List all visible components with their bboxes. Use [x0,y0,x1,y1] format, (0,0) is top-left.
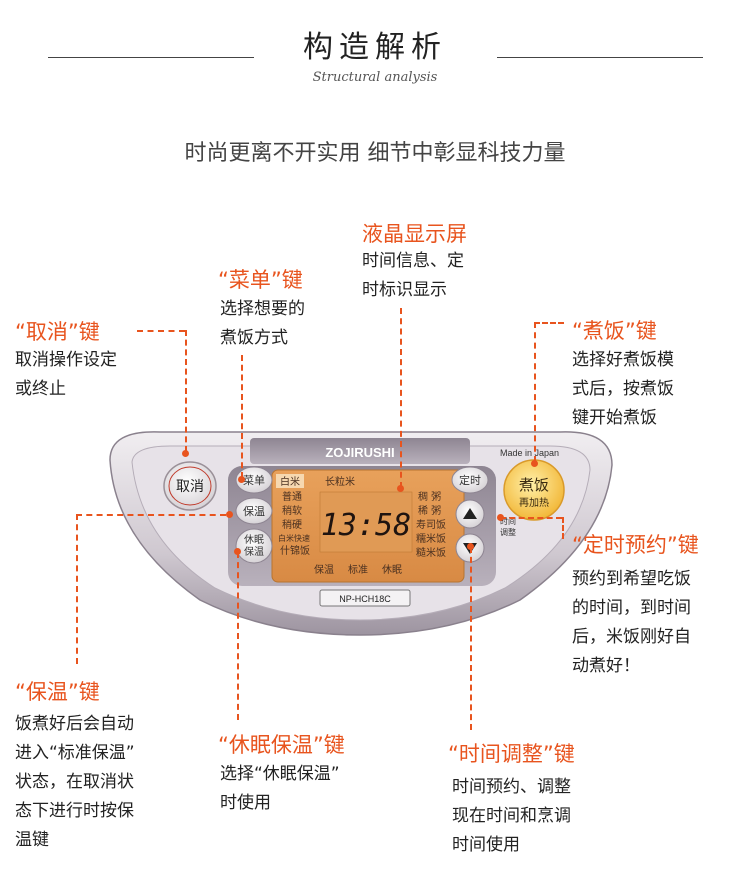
sleepwarm-leader-line [237,552,239,720]
menu-option: 稍软 [282,504,302,517]
sleepwarm-leader-dot [234,548,241,555]
menu-callout-label: “菜单”键 [218,268,303,292]
time-adjust-label: 时间 [500,516,516,526]
cancel-leader-dot [182,450,189,457]
tagline: 时尚更离不开实用 细节中彰显科技力量 [184,141,566,166]
timer-leader-line-h [500,517,562,519]
mode-indicator: 保温 [314,563,334,576]
cook-callout-label: “煮饭”键 [572,319,657,343]
lcd-time-readout: 13:58 [321,508,411,543]
timeadjust-callout-desc: 时间预约、调整现在时间和烹调时间使用 [452,777,571,855]
timeadjust-callout-label: “时间调整”键 [448,742,575,766]
lcd-leader-line [400,308,402,488]
keepwarm-leader-line-h [76,514,226,516]
keep-warm-button[interactable]: 保温 [235,497,273,525]
mode-indicator: 标准 [348,564,368,576]
time-adjust-label: 调整 [500,527,516,537]
menu-button[interactable]: 菜单 [235,466,273,494]
timer-leader-line-v [562,517,564,539]
menu-leader-line [241,355,243,478]
menu-leader-dot [238,476,245,483]
svg-text:再加热: 再加热 [519,496,549,509]
keepwarm-leader-dot [226,511,233,518]
tab-white-rice: 白米 [280,475,300,488]
menu-option: 糯米饭 [416,532,446,545]
page-subtitle: Structural analysis [312,70,438,85]
svg-text:定时: 定时 [459,473,481,487]
cancel-leader-line-v [185,330,187,452]
timer-callout-desc: 预约到希望吃饭的时间，到时间后，米饭刚好自动煮好！ [572,569,691,676]
svg-text:菜单: 菜单 [243,474,265,487]
menu-option: 白米快速 [278,533,310,543]
menu-option: 稠 粥 [418,490,441,503]
cook-leader-line-h [534,322,564,324]
rice-cooker-panel-illustration: ZOJIRUSHI Made in Japan 白米 长粒米 普通 稍软 稍硬 … [109,431,613,636]
brand-logo: ZOJIRUSHI [325,445,394,460]
lcd-leader-dot [397,485,404,492]
cook-leader-line-v [534,322,536,462]
arrow-up-icon [463,508,477,519]
sleepwarm-callout-desc: 选择“休眠保温”时使用 [220,764,340,813]
svg-text:保温: 保温 [244,545,264,558]
sleep-warm-button[interactable]: 休眠 保温 [235,528,273,564]
menu-option: 普通 [282,490,302,503]
timer-callout-label: “定时预约”键 [572,533,699,557]
svg-text:煮饭: 煮饭 [519,476,549,494]
cancel-callout-label: “取消”键 [15,320,100,344]
cancel-button[interactable]: 取消 [163,461,217,511]
menu-option: 什锦饭 [280,544,310,557]
svg-text:保温: 保温 [243,504,265,518]
menu-callout-desc: 选择想要的煮饭方式 [220,299,305,348]
lcd-callout-label: 液晶显示屏 [362,222,467,246]
model-number: NP-HCH18C [339,594,391,604]
timeadjust-leader-dot [467,543,474,550]
lcd-callout-desc: 时间信息、定时标识显示 [362,251,464,300]
svg-text:休眠: 休眠 [244,534,264,546]
cook-leader-dot [531,460,538,467]
mode-indicator: 休眠 [382,564,402,576]
timer-button[interactable]: 定时 [451,466,489,494]
title-rule-right [497,57,703,58]
cook-callout-desc: 选择好煮饭模式后，按煮饭键开始煮饭 [572,350,674,428]
keepwarm-leader-line-v [76,514,78,664]
page-title: 构造解析 [303,30,447,65]
cook-button[interactable]: 煮饭 再加热 [503,459,565,521]
svg-text:取消: 取消 [176,479,204,495]
cancel-callout-desc: 取消操作设定或终止 [15,350,117,399]
menu-option: 寿司饭 [416,518,446,531]
timeadjust-leader-line [470,547,472,730]
menu-option: 稀 粥 [418,504,441,517]
time-up-button[interactable] [455,499,485,529]
keepwarm-callout-desc: 饭煮好后会自动进入“标准保温”状态，在取消状态下进行时按保温键 [15,714,135,850]
cancel-leader-line-h [137,330,185,332]
title-rule-left [48,57,254,58]
keepwarm-callout-label: “保温”键 [15,680,100,704]
menu-option: 稍硬 [282,518,302,531]
tab-long-grain: 长粒米 [325,475,355,488]
made-in-label: Made in Japan [500,448,559,458]
menu-option: 糙米饭 [416,546,446,559]
sleepwarm-callout-label: “休眠保温”键 [218,733,345,757]
